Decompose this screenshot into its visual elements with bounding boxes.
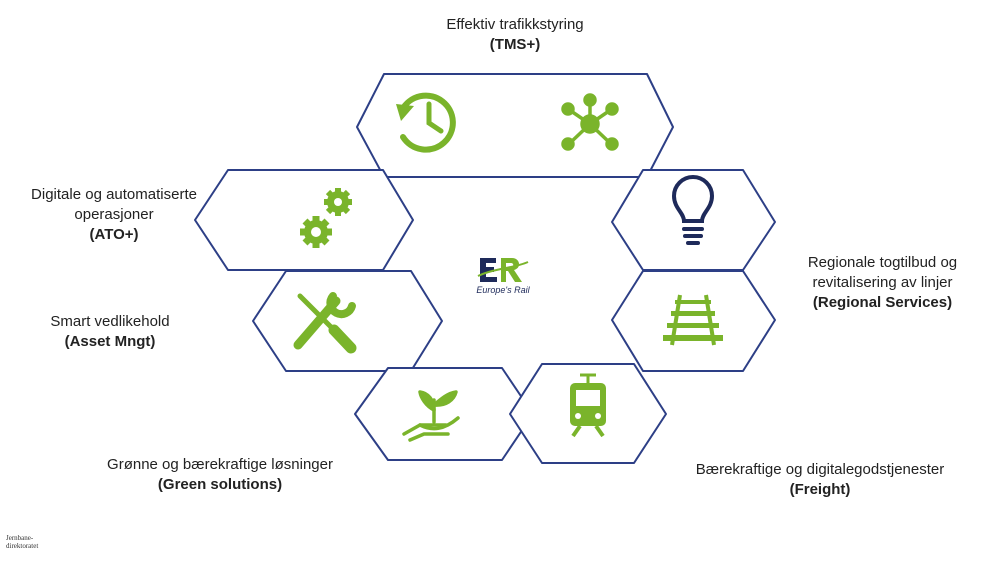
tram-icon — [570, 373, 606, 438]
footer-logo-text: Jernbane- direktoratet — [6, 534, 38, 550]
europes-rail-logo — [477, 258, 529, 282]
asset-short: (Asset Mngt) — [64, 333, 156, 350]
tms-title: Effektiv trafikkstyring — [446, 16, 584, 33]
label-green: Grønne og bærekraftige løsninger (Green … — [70, 455, 370, 495]
network-hub-icon — [561, 93, 619, 151]
ato-title-1: Digitale og automatiserte — [31, 186, 197, 203]
regional-title-1: Regionale togtilbud og — [807, 254, 958, 271]
tms-short: (TMS+) — [489, 36, 541, 53]
regional-title-2: revitalisering av linjer — [812, 274, 953, 291]
green-title: Grønne og bærekraftige løsninger — [107, 456, 333, 473]
footer-line-1: Jernbane- — [6, 534, 34, 542]
wrench-screwdriver-icon — [293, 292, 357, 354]
hand-sprout-icon — [402, 390, 460, 442]
label-regional: Regionale togtilbud og revitalisering av… — [776, 253, 989, 313]
logo-name: Europe's Rail — [476, 285, 530, 295]
hex-regional-track — [611, 270, 776, 372]
history-clock-icon — [396, 92, 456, 153]
label-asset: Smart vedlikehold (Asset Mngt) — [10, 312, 210, 352]
label-tms: Effektiv trafikkstyring (TMS+) — [415, 15, 615, 55]
hex-tms — [356, 73, 674, 178]
asset-title: Smart vedlikehold — [50, 313, 170, 330]
label-ato: Digitale og automatiserte operasjoner (A… — [0, 185, 228, 245]
lightbulb-icon — [671, 175, 715, 245]
gears-icon — [300, 188, 352, 248]
railway-track-icon — [663, 294, 723, 346]
freight-short: (Freight) — [789, 481, 851, 498]
hex-green — [354, 367, 534, 461]
ato-short: (ATO+) — [89, 226, 139, 243]
green-short: (Green solutions) — [157, 476, 283, 493]
ato-title-2: operasjoner — [74, 206, 154, 223]
hex-asset — [252, 270, 443, 372]
label-freight: Bærekraftige og digitalegodstjenester (F… — [660, 460, 980, 500]
regional-short: (Regional Services) — [812, 294, 953, 311]
freight-title: Bærekraftige og digitalegodstjenester — [695, 461, 945, 478]
hex-ato — [194, 169, 414, 271]
footer-line-2: direktoratet — [6, 542, 39, 550]
